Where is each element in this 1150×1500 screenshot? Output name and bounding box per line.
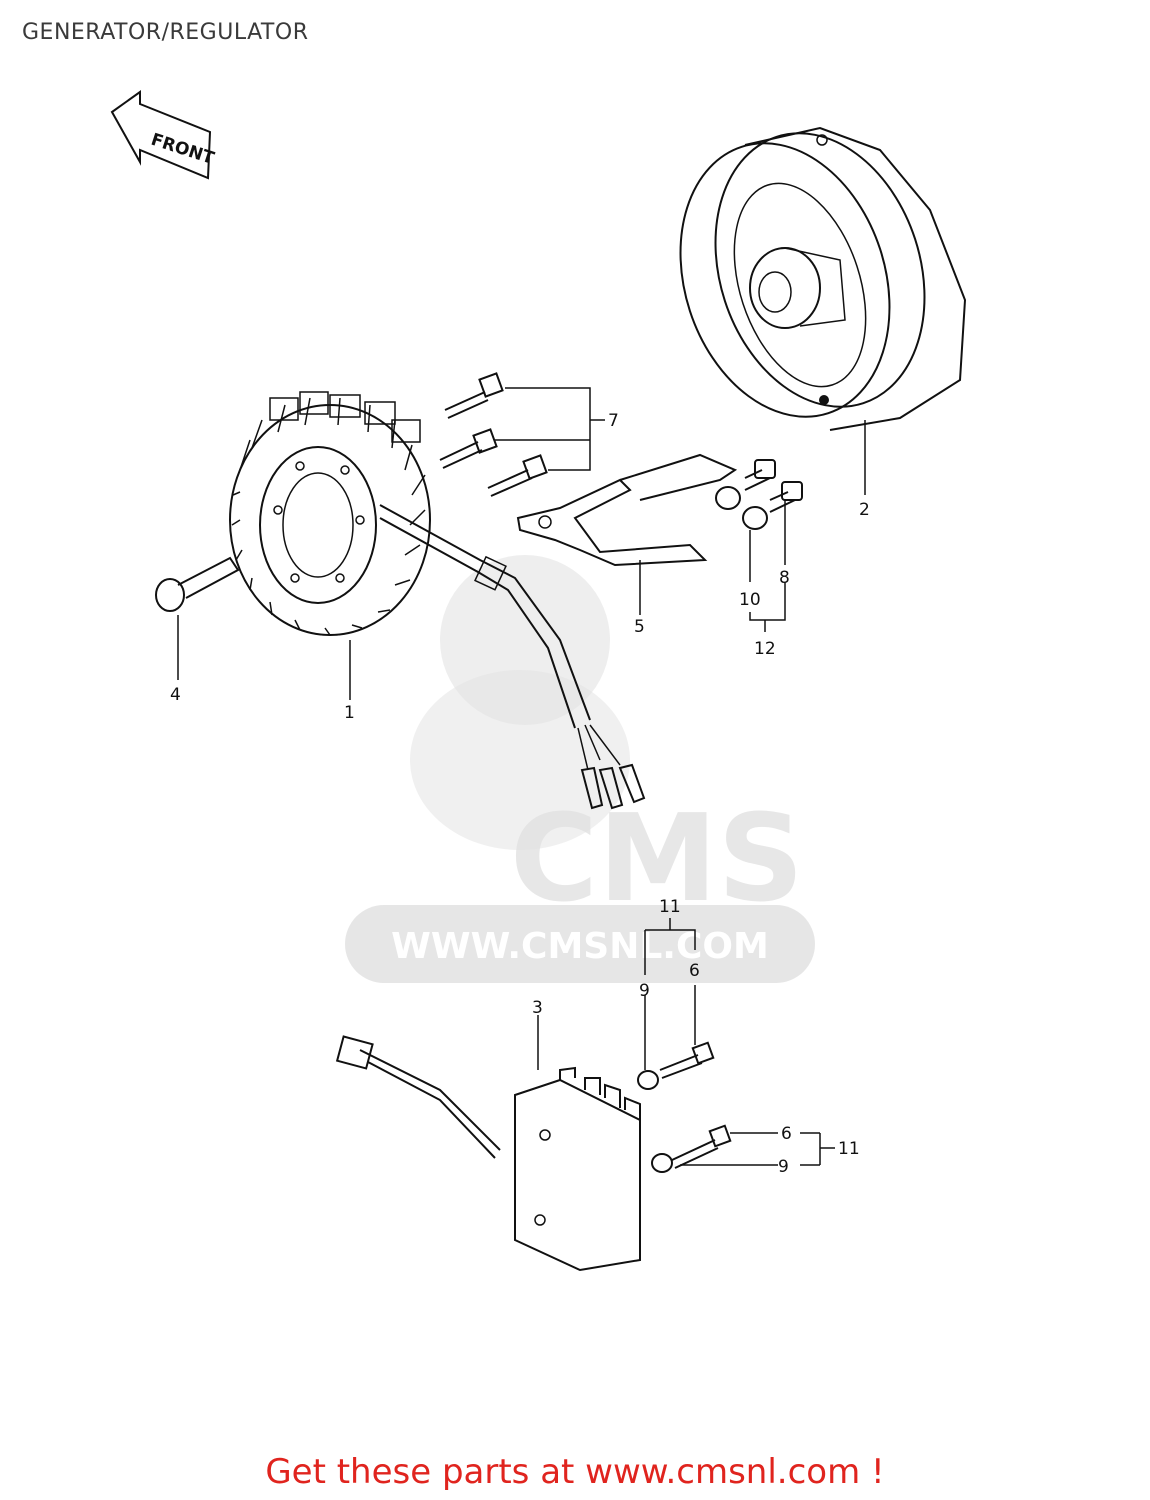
rotor-part [679, 126, 967, 431]
callout-11-right: 11 [838, 1139, 860, 1159]
callout-6-lower: 6 [781, 1124, 792, 1144]
callout-11-upper: 11 [659, 897, 681, 917]
front-arrow-label: FRONT [148, 130, 216, 169]
regulator-fasteners [637, 1041, 732, 1173]
leader-lines [177, 387, 866, 1166]
callout-4: 4 [170, 685, 181, 705]
callout-9-lower: 9 [778, 1157, 789, 1177]
screws-part-7 [439, 372, 548, 497]
fasteners-part-8-10 [715, 459, 803, 530]
cmsnl-watermark: CMS WWW.CMSNL.COM [345, 555, 815, 983]
front-arrow: FRONT [110, 90, 217, 180]
callout-12: 12 [754, 639, 776, 659]
callout-7: 7 [608, 411, 619, 431]
callout-3: 3 [532, 998, 543, 1018]
bracket-part-5 [516, 453, 738, 567]
callout-8: 8 [779, 568, 790, 588]
callout-2: 2 [859, 500, 870, 520]
footer-link-text[interactable]: Get these parts at www.cmsnl.com ! [265, 1452, 885, 1492]
watermark-url: WWW.CMSNL.COM [391, 926, 769, 967]
callout-6-upper: 6 [689, 961, 700, 981]
bolt-part-4 [155, 556, 240, 612]
callout-9-upper: 9 [639, 981, 650, 1001]
callout-5: 5 [634, 617, 645, 637]
callout-10: 10 [739, 590, 761, 610]
stator-part [229, 391, 646, 810]
callout-1: 1 [344, 703, 355, 723]
callout-labels: 1 2 3 4 5 6 6 7 8 9 9 10 11 11 12 [170, 411, 870, 1177]
page-title: GENERATOR/REGULATOR [22, 20, 309, 45]
regulator-part [335, 1035, 641, 1272]
